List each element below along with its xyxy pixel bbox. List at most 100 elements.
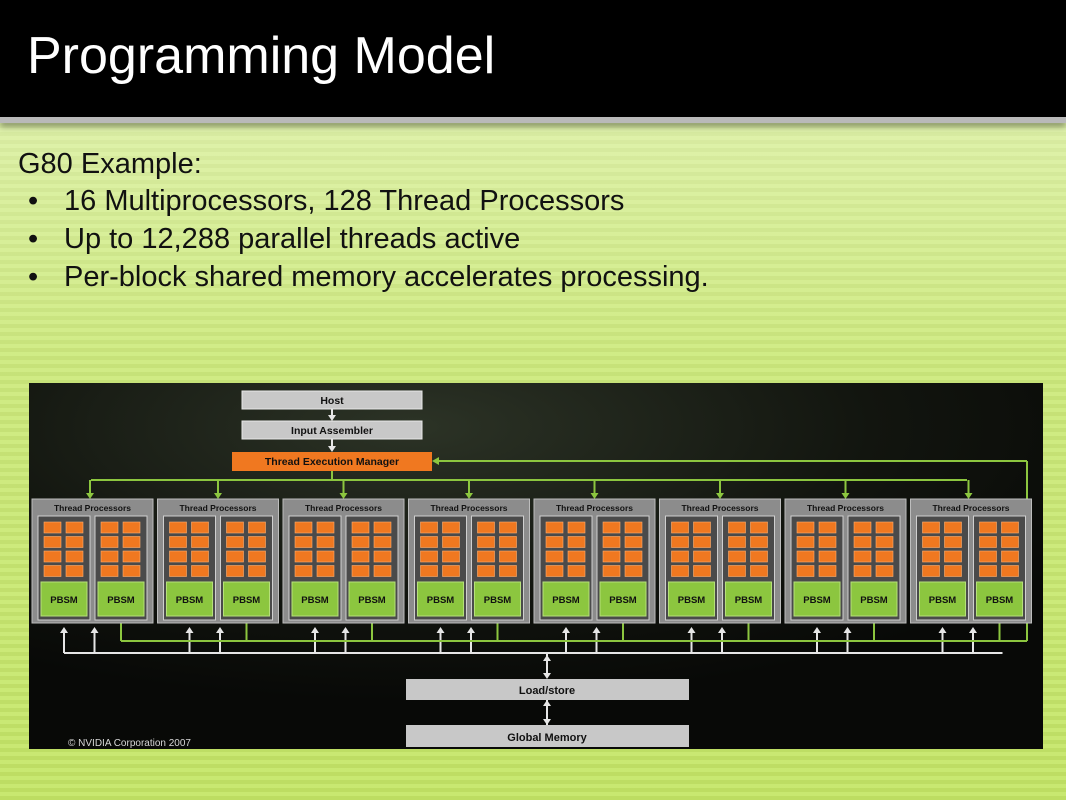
arrow-up-icon xyxy=(843,627,852,633)
thread-processor-core xyxy=(420,536,438,548)
pbsm-box xyxy=(542,581,590,617)
loadstore-box xyxy=(406,679,689,700)
loadstore-label: Load/store xyxy=(519,685,575,697)
pbsm-label: PBSM xyxy=(427,595,455,606)
bullet-text: Per-block shared memory accelerates proc… xyxy=(64,261,709,293)
bullet-text: Up to 12,288 parallel threads active xyxy=(64,223,521,255)
thread-processor-core xyxy=(602,536,621,548)
thread-processor-core xyxy=(294,565,313,577)
thread-processor-core xyxy=(728,536,746,548)
bullet-list: •16 Multiprocessors, 128 Thread Processo… xyxy=(18,187,709,292)
thread-processor-core xyxy=(43,550,62,563)
thread-processor-core xyxy=(373,565,392,577)
pbsm-box xyxy=(793,581,841,617)
thread-processor-core xyxy=(248,536,266,548)
thread-processor-core xyxy=(477,565,495,577)
thread-processor-core xyxy=(499,521,517,534)
thread-processor-core xyxy=(693,565,711,577)
thread-processor-core xyxy=(567,536,586,548)
thread-processor-core xyxy=(853,565,872,577)
input-assembler-label: Input Assembler xyxy=(291,425,373,437)
thread-processor-core xyxy=(226,536,244,548)
arrow-up-icon xyxy=(467,627,475,633)
thread-processor-core xyxy=(875,565,894,577)
bullet-item: • Per-block shared memory accelerates pro… xyxy=(18,263,709,292)
thread-processor-core xyxy=(796,565,815,577)
arrow-down-icon xyxy=(86,493,94,499)
thread-processor-core xyxy=(567,565,586,577)
thread-processor-core xyxy=(122,536,141,548)
thread-processor-core xyxy=(750,550,768,563)
thread-processor-core xyxy=(624,550,643,563)
pbsm-box xyxy=(919,581,966,617)
thread-processor-core xyxy=(1001,521,1019,534)
thread-processor-core xyxy=(693,536,711,548)
thread-processor-core xyxy=(671,565,689,577)
arrow-up-icon xyxy=(311,627,319,633)
pbsm-label: PBSM xyxy=(358,595,386,606)
thread-processor-core xyxy=(671,550,689,563)
thread-processor-core xyxy=(100,536,119,548)
bullet-item: •Up to 12,288 parallel threads active xyxy=(18,225,709,254)
thread-processor-core xyxy=(750,521,768,534)
pbsm-label: PBSM xyxy=(678,595,706,606)
thread-processor-core xyxy=(65,565,84,577)
thread-processor-core xyxy=(169,536,187,548)
thread-processor-core xyxy=(1001,565,1019,577)
thread-processor-core xyxy=(248,521,266,534)
thread-processor-core xyxy=(602,521,621,534)
thread-processor-core xyxy=(796,550,815,563)
arrow-down-icon xyxy=(465,493,473,499)
input-assembler-box xyxy=(241,420,423,440)
pbsm-label: PBSM xyxy=(735,595,763,606)
thread-processor-core xyxy=(65,536,84,548)
thread-processor-core xyxy=(818,550,837,563)
thread-processor-core xyxy=(294,536,313,548)
thread-processor-core xyxy=(545,565,564,577)
cluster-label: Thread Processors xyxy=(179,503,256,513)
thread-processor-core xyxy=(477,550,495,563)
thread-processor-core xyxy=(351,536,370,548)
thread-processor-core xyxy=(420,565,438,577)
pbsm-box xyxy=(474,581,521,617)
thread-processor-core xyxy=(191,550,209,563)
host-label: Host xyxy=(320,395,344,407)
arrow-down-icon xyxy=(214,493,222,499)
pbsm-box xyxy=(976,581,1023,617)
bullet-icon: • xyxy=(28,261,39,293)
arrow-up-icon xyxy=(60,627,68,633)
thread-processor-core xyxy=(979,536,997,548)
thread-processor-core xyxy=(875,521,894,534)
thread-processor-core xyxy=(818,565,837,577)
thread-processor-core xyxy=(545,521,564,534)
thread-processor-core xyxy=(796,521,815,534)
thread-processor-core xyxy=(420,521,438,534)
thread-processor-core xyxy=(191,521,209,534)
arrow-up-icon xyxy=(341,627,350,633)
thread-processor-core xyxy=(624,565,643,577)
pbsm-label: PBSM xyxy=(301,595,329,606)
thread-processor-core xyxy=(693,550,711,563)
cluster-label: Thread Processors xyxy=(681,503,758,513)
thread-processor-core xyxy=(316,550,335,563)
thread-processor-core xyxy=(248,565,266,577)
pbsm-label: PBSM xyxy=(986,595,1014,606)
thread-processor-core xyxy=(671,521,689,534)
arrow-up-icon xyxy=(718,627,726,633)
pbsm-label: PBSM xyxy=(609,595,637,606)
thread-processor-core xyxy=(728,550,746,563)
thread-processor-core xyxy=(671,536,689,548)
thread-processor-core xyxy=(979,565,997,577)
thread-processor-core xyxy=(373,550,392,563)
thread-processor-core xyxy=(43,521,62,534)
pbsm-label: PBSM xyxy=(107,595,135,606)
thread-processor-core xyxy=(853,521,872,534)
arrow-left-icon xyxy=(432,457,439,465)
thread-processor-core xyxy=(191,536,209,548)
arrow-down-icon xyxy=(590,493,599,499)
